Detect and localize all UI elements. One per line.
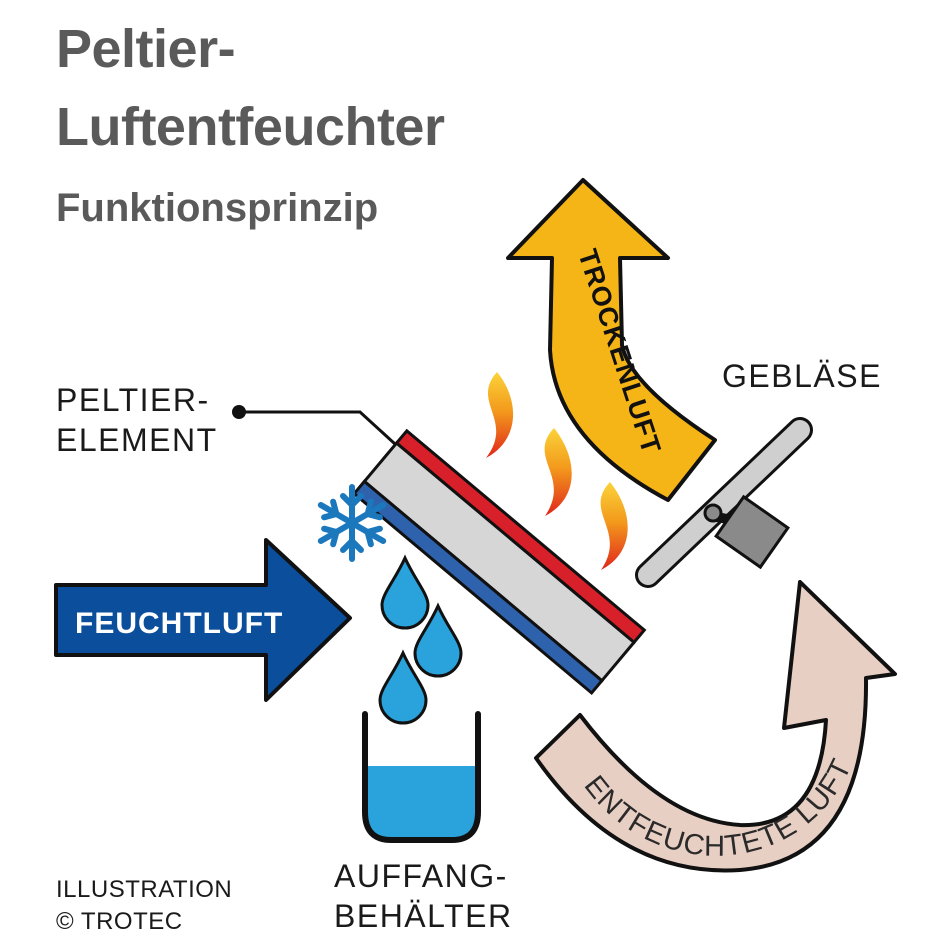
water-drop-icon xyxy=(380,554,430,630)
peltier-element xyxy=(352,428,647,696)
container-label-line-2: BEHÄLTER xyxy=(334,898,513,934)
collection-container xyxy=(362,711,481,843)
water-drop-icon xyxy=(378,649,428,725)
water-drop-icon xyxy=(413,602,463,678)
container-label-line-1: AUFFANG- xyxy=(334,858,508,894)
snowflake-icon xyxy=(317,484,387,562)
flame-icon xyxy=(544,428,572,516)
fan-label: GEBLÄSE xyxy=(722,358,882,394)
illustration-credit: ILLUSTRATION © TROTEC xyxy=(56,874,232,938)
flame-icon xyxy=(600,482,628,570)
container-label: AUFFANG- BEHÄLTER xyxy=(334,856,513,936)
title-line-1: Peltier- xyxy=(56,19,236,79)
humid-air-label: FEUCHTLUFT xyxy=(75,607,283,640)
dry-air-arrow: TROCKENLUFT xyxy=(506,178,717,502)
title-line-2: Luftentfeuchter xyxy=(56,97,445,157)
peltier-label-line-2: ELEMENT xyxy=(56,422,218,458)
peltier-leader-line xyxy=(232,405,397,446)
water-drops xyxy=(378,554,463,725)
flame-icon xyxy=(486,372,514,458)
peltier-element-label: PELTIER- ELEMENT xyxy=(56,380,218,460)
credit-line-1: ILLUSTRATION xyxy=(56,876,233,903)
fan xyxy=(635,417,813,588)
credit-line-2: © TROTEC xyxy=(56,908,183,935)
peltier-label-line-1: PELTIER- xyxy=(56,382,210,418)
subtitle: Funktionsprinzip xyxy=(56,186,379,230)
heat-flames xyxy=(486,372,628,570)
humid-air-arrow: FEUCHTLUFT xyxy=(54,538,352,702)
